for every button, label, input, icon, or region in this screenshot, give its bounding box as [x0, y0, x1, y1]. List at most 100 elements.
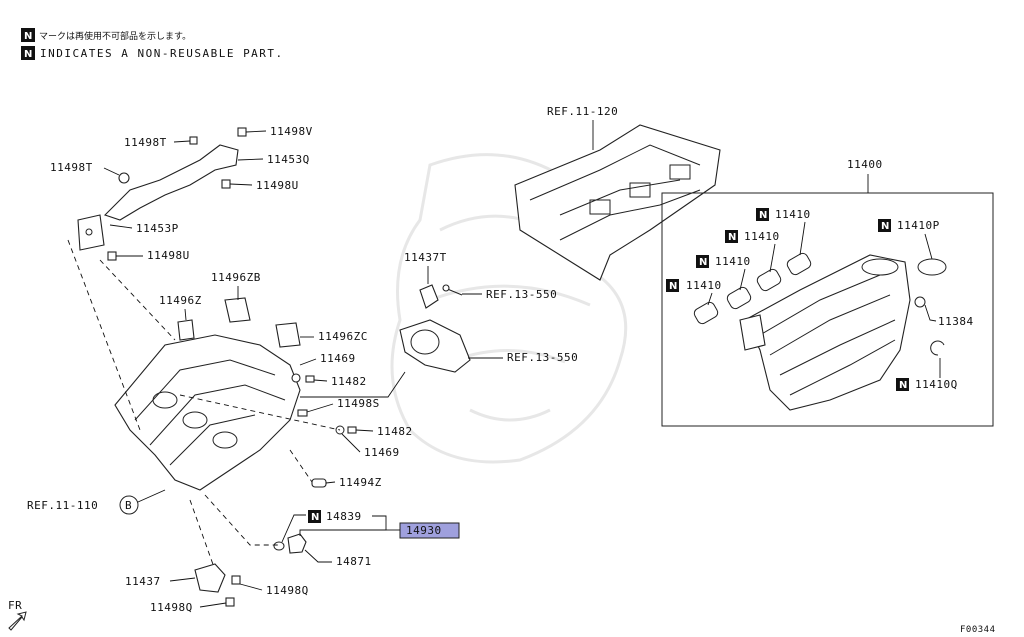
part-11482-b-label[interactable]: 11482	[377, 425, 413, 438]
leader-11482-a	[313, 379, 328, 382]
svg-text:N: N	[899, 380, 907, 391]
figure-code: F00344	[960, 625, 996, 635]
svg-text:N: N	[728, 232, 736, 243]
leader-11498V	[245, 130, 267, 133]
part-11498V-label[interactable]: 11498V	[270, 125, 313, 138]
part-11498Q-b-label[interactable]: 11498Q	[150, 601, 193, 614]
lower-manifold-illustration	[114, 297, 357, 491]
svg-text:FR: FR	[8, 599, 22, 612]
leader-11469-a	[299, 358, 317, 366]
svg-text:11410: 11410	[686, 279, 722, 292]
leader-11410-1	[799, 221, 806, 256]
dash-line-d	[289, 449, 313, 483]
part-14930-highlight[interactable]	[399, 522, 460, 539]
leader-14871	[304, 549, 332, 563]
svg-text:N: N	[24, 31, 32, 42]
svg-text:11410P: 11410P	[897, 219, 940, 232]
part-11400-label[interactable]: 11400	[847, 158, 883, 171]
part-11469-b-label[interactable]: 11469	[364, 446, 400, 459]
leader-11410-4	[707, 292, 713, 306]
leader-14839	[281, 514, 306, 543]
part-11482-a-label[interactable]: 11482	[331, 375, 367, 388]
leader-11453P	[109, 224, 133, 229]
dash-line-f	[189, 499, 216, 571]
svg-text:14839: 14839	[326, 510, 362, 523]
intake-manifold-illustration	[739, 254, 911, 411]
part-11498Q-a-label[interactable]: 11498Q	[266, 584, 309, 597]
dash-line-e	[204, 494, 280, 546]
leader-11498T-left	[103, 167, 120, 176]
ref-13-550-a-label[interactable]: REF.13-550	[486, 288, 557, 301]
manifold-assembly-box	[661, 192, 994, 427]
bracket-11437-illustration	[194, 563, 241, 607]
part-11410-2[interactable]: N 11410	[725, 230, 780, 243]
note-en: N INDICATES A NON-REUSABLE PART.	[21, 46, 284, 60]
part-11437T-label[interactable]: 11437T	[404, 251, 447, 264]
svg-text:N: N	[669, 281, 677, 292]
part-14871-label[interactable]: 14871	[336, 555, 372, 568]
ref-11-110-label[interactable]: REF.11-110	[27, 499, 98, 512]
svg-text:N: N	[699, 257, 707, 268]
part-11496Z-label[interactable]: 11496Z	[159, 294, 202, 307]
svg-text:11410Q: 11410Q	[915, 378, 958, 391]
part-11384-label[interactable]: 11384	[938, 315, 974, 328]
ref-13-550-b-label[interactable]: REF.13-550	[507, 351, 578, 364]
leader-11437	[169, 577, 196, 582]
circle-b-marker	[119, 495, 139, 515]
part-11498U-a-label[interactable]: 11498U	[256, 179, 299, 192]
leader-11410P	[924, 233, 933, 260]
note-jp: N マークは再使用不可部品を示します。	[21, 28, 191, 42]
svg-text:11410: 11410	[744, 230, 780, 243]
circle-b-letter: B	[125, 499, 132, 512]
part-11496ZB-label[interactable]: 11496ZB	[211, 271, 261, 284]
part-11498T-top-label[interactable]: 11498T	[124, 136, 167, 149]
bracket-11453-illustration	[77, 127, 247, 261]
throttle-body-illustration	[399, 284, 471, 373]
leader-11410-2	[769, 243, 776, 273]
svg-text:11410: 11410	[775, 208, 811, 221]
svg-text:N: N	[759, 210, 767, 221]
svg-text:N: N	[311, 512, 319, 523]
leader-11469-b	[341, 433, 361, 453]
part-11496ZC-label[interactable]: 11496ZC	[318, 330, 368, 343]
part-11410-4[interactable]: N 11410	[666, 279, 722, 292]
part-11437-label[interactable]: 11437	[125, 575, 161, 588]
part-14930-label[interactable]: 14930	[406, 524, 442, 537]
throttle-link-line	[300, 371, 406, 398]
svg-text:マークは再使用不可部品を示します。: マークは再使用不可部品を示します。	[39, 30, 191, 42]
leader-11494Z	[325, 481, 336, 484]
leader-11410-3	[739, 268, 746, 291]
sensor-14930-illustration	[273, 533, 307, 554]
leader-11498U-a	[229, 183, 253, 186]
dash-line-a	[67, 239, 141, 431]
svg-text:N: N	[24, 49, 32, 60]
part-11410P[interactable]: N 11410P	[878, 219, 940, 232]
part-11453Q-label[interactable]: 11453Q	[267, 153, 310, 166]
part-11410-3[interactable]: N 11410	[696, 255, 751, 268]
part-11494Z-label[interactable]: 11494Z	[339, 476, 382, 489]
svg-text:N: N	[881, 221, 889, 232]
leader-11453Q	[237, 158, 264, 161]
leader-11384	[924, 304, 937, 322]
leader-11498Q-a	[239, 583, 263, 591]
cylinder-head-illustration	[514, 124, 721, 281]
leader-11482-b	[355, 429, 374, 432]
ref-11-120-label[interactable]: REF.11-120	[547, 105, 618, 118]
part-11469-a-label[interactable]: 11469	[320, 352, 356, 365]
part-11498U-b-label[interactable]: 11498U	[147, 249, 190, 262]
part-14839[interactable]: N 14839	[308, 510, 362, 523]
ref-11-110-leader	[137, 489, 166, 503]
leader-11498T-top	[173, 140, 191, 143]
part-11410Q[interactable]: N 11410Q	[896, 378, 958, 391]
front-direction-indicator: FR	[8, 599, 27, 631]
leader-11498S	[306, 403, 334, 413]
part-11410-1[interactable]: N 11410	[756, 208, 811, 221]
dash-line-b	[99, 259, 176, 341]
svg-text:INDICATES A NON-REUSABLE PART.: INDICATES A NON-REUSABLE PART.	[40, 47, 284, 60]
part-11498T-left-label[interactable]: 11498T	[50, 161, 93, 174]
part-11453P-label[interactable]: 11453P	[136, 222, 179, 235]
leader-11498Q-b	[199, 602, 227, 608]
leader-11496Z	[184, 308, 187, 321]
part-11498S-label[interactable]: 11498S	[337, 397, 380, 410]
